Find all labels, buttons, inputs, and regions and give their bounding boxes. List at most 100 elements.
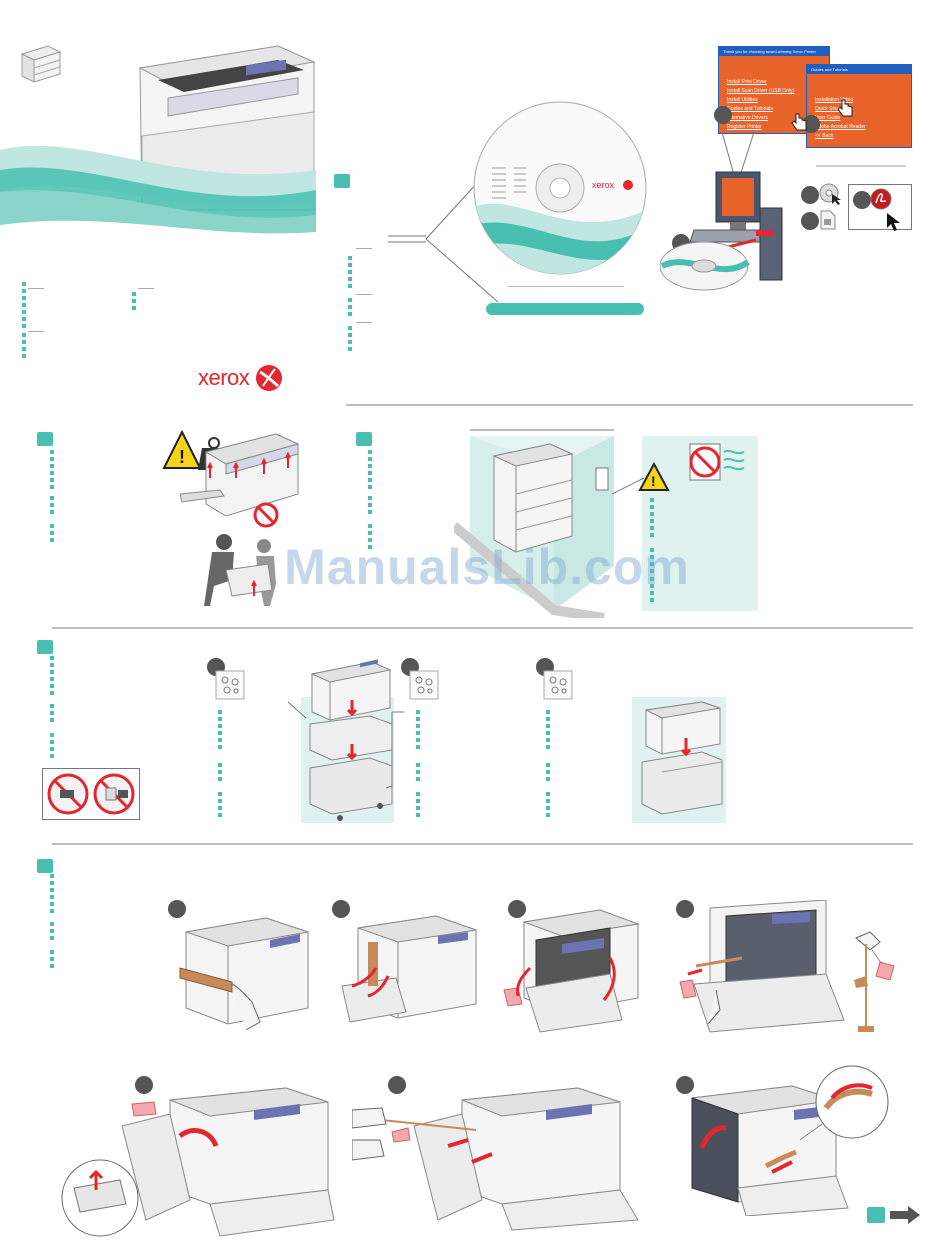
tray-b-bullets-2 bbox=[416, 763, 420, 784]
rule-3 bbox=[138, 288, 154, 289]
two-person-lift-image bbox=[204, 534, 276, 606]
no-symbol-icon bbox=[253, 502, 279, 528]
step-number-installer bbox=[714, 106, 732, 124]
warning-callout-line bbox=[612, 477, 645, 495]
warning-bullets-1 bbox=[650, 498, 654, 540]
trays-bullets-2 bbox=[50, 704, 54, 725]
lifting-printer-image bbox=[180, 433, 300, 517]
no-unplug-box bbox=[42, 768, 140, 820]
pack-step-2-image bbox=[341, 915, 477, 1023]
space-bullets-1 bbox=[368, 450, 372, 492]
step-number-pack-4 bbox=[676, 900, 694, 918]
svg-text:!: ! bbox=[179, 447, 185, 467]
tray-single-image bbox=[641, 701, 723, 815]
step-number-pack-3 bbox=[508, 900, 526, 918]
step-number-pack-7 bbox=[676, 1076, 694, 1094]
step-number-pack-5 bbox=[135, 1076, 153, 1094]
small-cd-image bbox=[660, 241, 750, 291]
rule-2 bbox=[28, 331, 44, 332]
cover-bullets-2 bbox=[22, 333, 26, 361]
hand-cursor-icon-2 bbox=[837, 99, 853, 117]
tray-c-bullets-1 bbox=[546, 710, 550, 752]
tray-stack-image bbox=[309, 659, 393, 821]
tray-a-bullets-1 bbox=[218, 710, 222, 752]
pack-step-1-image bbox=[179, 917, 309, 1031]
cover-bullets-1 bbox=[22, 282, 26, 331]
packaging-bullets-3 bbox=[50, 950, 54, 971]
acrobat-icon bbox=[870, 188, 892, 210]
section-tab-trays bbox=[37, 640, 53, 654]
step-number-acrobat bbox=[853, 191, 871, 209]
software-rule-3 bbox=[356, 322, 372, 323]
guides-item-back[interactable]: << Back bbox=[815, 133, 834, 139]
pack-step-5-image bbox=[61, 1087, 335, 1237]
tray-callout-line-2 bbox=[386, 711, 404, 789]
divider-1 bbox=[346, 404, 913, 406]
svg-text:!: ! bbox=[651, 473, 656, 489]
right-divider bbox=[816, 165, 906, 167]
tray-callout-line-1 bbox=[288, 701, 307, 719]
tray-a-bullets-3 bbox=[218, 792, 222, 820]
section-tab-packaging bbox=[37, 859, 53, 873]
step-number-autorun bbox=[801, 186, 819, 204]
installer-item-alt-drivers[interactable]: Alternative Drivers bbox=[727, 115, 768, 121]
cd-logo-text: xerox bbox=[592, 180, 615, 190]
section-tab-space bbox=[356, 432, 372, 446]
packaging-bullets-1 bbox=[50, 874, 54, 916]
section-tab-lifting bbox=[37, 432, 53, 446]
file-icon bbox=[820, 210, 836, 230]
watermark: ManualsLib.com bbox=[284, 539, 690, 595]
tray-a-bullets-2 bbox=[218, 763, 222, 784]
cover-section: xerox xerox bbox=[0, 0, 330, 400]
rule-1 bbox=[28, 288, 44, 289]
cd-callout-lines bbox=[388, 181, 499, 303]
guides-item-quick-start[interactable]: Quick Start bbox=[815, 106, 840, 112]
packaging-bullets-2 bbox=[50, 922, 54, 943]
parts-icon-c bbox=[543, 670, 573, 700]
software-bullets-2 bbox=[348, 298, 352, 319]
installer-item-register[interactable]: Register Printer bbox=[727, 124, 762, 130]
lifting-bullets-1 bbox=[50, 450, 54, 492]
pack-step-6-image bbox=[352, 1087, 639, 1231]
cover-swoosh bbox=[0, 145, 316, 234]
parts-icon-b bbox=[409, 670, 439, 700]
installer-item-utilities[interactable]: Install Utilities bbox=[727, 97, 758, 103]
step-number-manual bbox=[801, 212, 819, 230]
divider-3 bbox=[52, 843, 913, 845]
tray-b-bullets-1 bbox=[416, 710, 420, 752]
trays-bullets-1 bbox=[50, 656, 54, 698]
step-number-pack-2 bbox=[332, 900, 350, 918]
arrow-cursor-icon bbox=[887, 213, 900, 231]
computer-illustration bbox=[689, 171, 783, 281]
step-number-pack-1 bbox=[168, 900, 186, 918]
tray-c-bullets-3 bbox=[546, 792, 550, 820]
step-number-pack-6 bbox=[388, 1076, 406, 1094]
next-page-arrow-icon[interactable] bbox=[890, 1206, 920, 1224]
warning-bullets-3 bbox=[650, 577, 654, 605]
logo-text: xerox bbox=[198, 365, 250, 390]
guides-item-user-guide[interactable]: User Guide bbox=[815, 115, 841, 121]
room-clearance-image bbox=[454, 429, 614, 618]
installer-item-scan-driver[interactable]: Install Scan Driver (USB Only) bbox=[727, 88, 795, 94]
cover-bullets-3 bbox=[132, 292, 136, 313]
installer-item-print-driver[interactable]: Install Print Driver bbox=[727, 79, 767, 85]
pack-step-3-image bbox=[503, 909, 640, 1033]
installer-title-bar: Thank you for choosing award-winning Xer… bbox=[719, 47, 829, 56]
warning-icon: ! bbox=[638, 462, 670, 491]
space-bullets-2 bbox=[368, 496, 372, 517]
xerox-logo: xerox bbox=[198, 364, 283, 392]
software-rule-2 bbox=[356, 294, 372, 295]
installer-item-guides[interactable]: Guides and Tutorials bbox=[727, 106, 773, 112]
no-vent-icon bbox=[689, 443, 745, 481]
warning-bullets-2 bbox=[650, 548, 654, 576]
cd-caption-bar bbox=[486, 303, 644, 315]
parts-icon-a bbox=[215, 670, 245, 700]
section-tab-software bbox=[334, 174, 350, 188]
guides-item-acrobat[interactable]: Adobe Acrobat Reader bbox=[815, 124, 866, 130]
software-bullets-1 bbox=[348, 256, 352, 291]
guides-item-video[interactable]: Installation Video bbox=[815, 97, 853, 103]
software-cd-image: xerox bbox=[473, 101, 647, 275]
software-rule-1 bbox=[356, 248, 372, 249]
trays-bullets-3 bbox=[50, 733, 54, 761]
lifting-bullets-2 bbox=[50, 496, 54, 517]
